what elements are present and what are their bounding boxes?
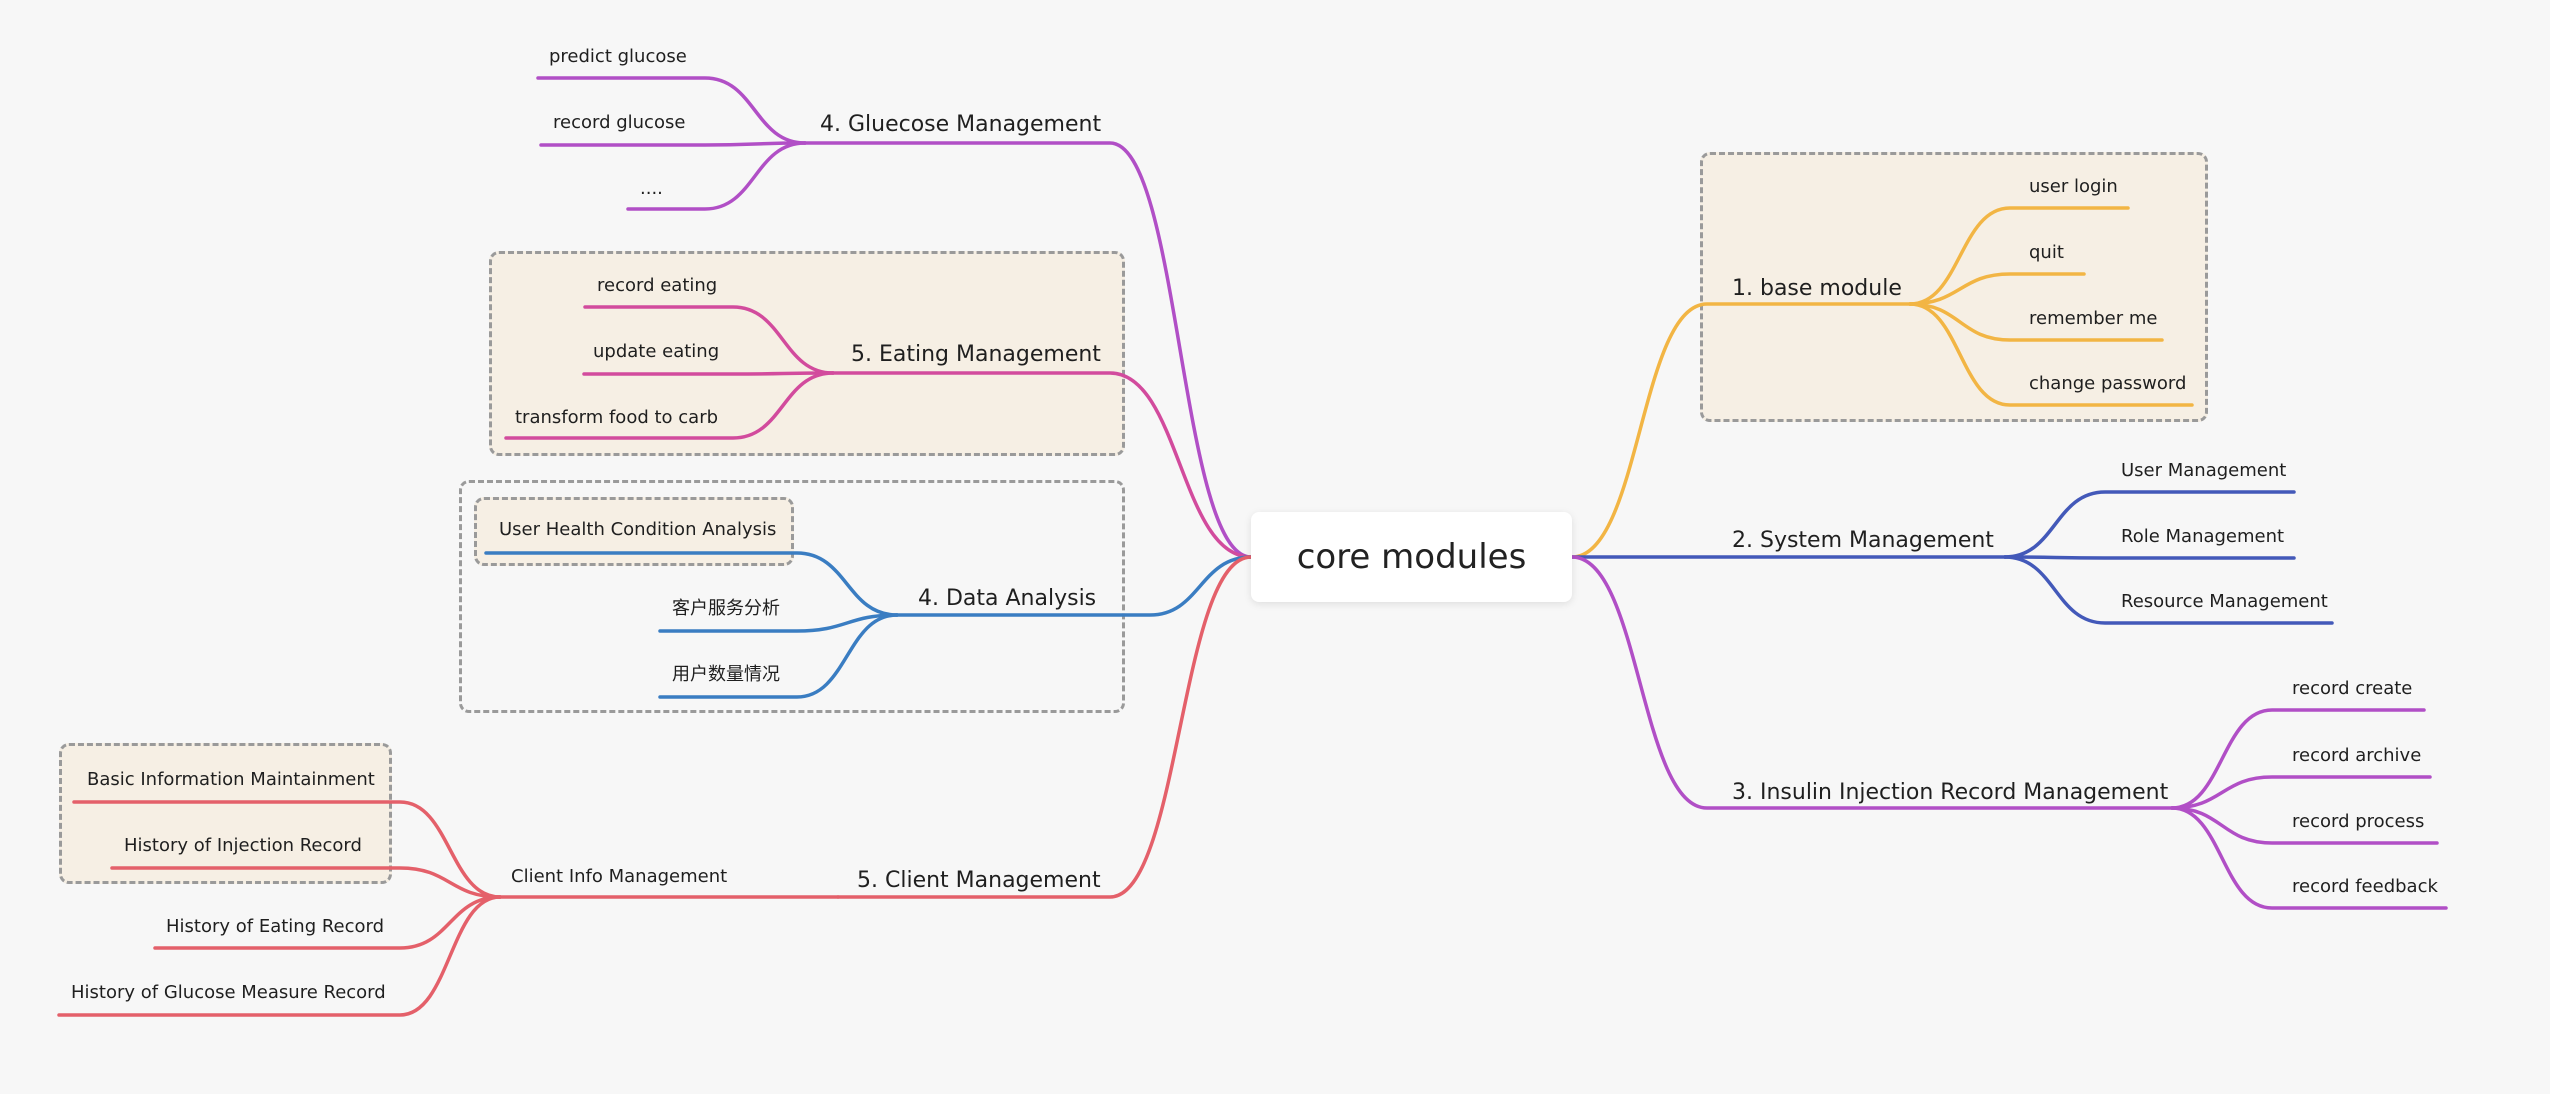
node-update-eating[interactable]: update eating — [593, 341, 720, 362]
branch-client-management[interactable]: 5. Client Management — [857, 868, 1101, 893]
edge-data-analysis — [895, 555, 1253, 617]
node-record-eating[interactable]: record eating — [597, 275, 718, 296]
node-glucose-history[interactable]: History of Glucose Measure Record — [71, 982, 386, 1003]
node-record-create[interactable]: record create — [2292, 678, 2413, 699]
edge-eating-history — [153, 895, 502, 950]
eating-management-group-box — [489, 251, 1125, 456]
edge-quit — [1908, 272, 2086, 306]
node-eating-history[interactable]: History of Eating Record — [166, 916, 385, 937]
edge-ellipsis — [626, 141, 807, 211]
node-customer-service[interactable]: 客户服务分析 — [672, 598, 780, 619]
client-history-group-box — [59, 743, 392, 884]
node-record-glucose[interactable]: record glucose — [553, 112, 686, 133]
edge-client-management — [836, 555, 1253, 899]
edge-record-create — [2170, 708, 2426, 810]
branch-base-module[interactable]: 1. base module — [1732, 276, 1902, 301]
branch-insulin-management[interactable]: 3. Insulin Injection Record Management — [1732, 780, 2169, 805]
edge-record-feedback — [2170, 806, 2448, 910]
node-record-archive[interactable]: record archive — [2292, 745, 2422, 766]
node-change-password[interactable]: change password — [2029, 373, 2187, 394]
node-user-login[interactable]: user login — [2029, 176, 2118, 197]
edge-base-module — [1570, 302, 1912, 559]
node-remember-me[interactable]: remember me — [2029, 308, 2158, 329]
node-injection-history[interactable]: History of Injection Record — [124, 835, 362, 856]
data-analysis-group-box — [459, 480, 1125, 713]
root-node[interactable]: core modules — [1251, 512, 1572, 602]
edge-health-analysis — [484, 551, 899, 617]
edge-user-management — [2003, 490, 2296, 559]
node-role-management[interactable]: Role Management — [2121, 526, 2285, 547]
edge-predict-glucose — [536, 76, 807, 145]
edge-glucose-history — [57, 895, 502, 1017]
edge-transform-food — [504, 371, 835, 440]
node-user-count[interactable]: 用户数量情况 — [672, 664, 780, 685]
branch-data-analysis[interactable]: 4. Data Analysis — [918, 586, 1097, 611]
edge-insulin-management — [1570, 555, 2174, 810]
edge-role-management — [2003, 555, 2296, 560]
node-resource-management[interactable]: Resource Management — [2121, 591, 2328, 612]
node-transform-food[interactable]: transform food to carb — [515, 407, 719, 428]
edge-remember-me — [1908, 302, 2164, 342]
node-basic-info[interactable]: Basic Information Maintainment — [87, 769, 375, 790]
edge-basic-info — [72, 800, 502, 899]
branch-system-management[interactable]: 2. System Management — [1732, 528, 1994, 553]
node-user-management[interactable]: User Management — [2121, 460, 2287, 481]
edge-record-archive — [2170, 775, 2432, 810]
edge-record-glucose — [539, 141, 807, 147]
edge-injection-history — [110, 866, 502, 899]
node-client-info[interactable]: Client Info Management — [511, 866, 728, 887]
edge-record-process — [2170, 806, 2439, 845]
edge-resource-management — [2003, 555, 2334, 625]
branch-glucose-management[interactable]: 4. Gluecose Management — [820, 112, 1102, 137]
node-quit[interactable]: quit — [2029, 242, 2064, 263]
edge-eating-management — [831, 371, 1253, 559]
edge-user-login — [1908, 206, 2130, 306]
branch-eating-management[interactable]: 5. Eating Management — [851, 342, 1101, 367]
edge-user-count — [658, 613, 899, 699]
edge-glucose-management — [803, 141, 1253, 559]
node-health-analysis[interactable]: User Health Condition Analysis — [499, 519, 777, 540]
base-module-group-box — [1700, 152, 2208, 422]
node-record-process[interactable]: record process — [2292, 811, 2425, 832]
node-record-feedback[interactable]: record feedback — [2292, 876, 2438, 897]
edge-update-eating — [582, 371, 835, 376]
node-ellipsis[interactable]: .... — [640, 178, 663, 199]
edge-record-eating — [583, 305, 835, 375]
edge-change-password — [1908, 302, 2194, 407]
edge-customer-service — [658, 613, 899, 633]
node-predict-glucose[interactable]: predict glucose — [549, 46, 687, 67]
